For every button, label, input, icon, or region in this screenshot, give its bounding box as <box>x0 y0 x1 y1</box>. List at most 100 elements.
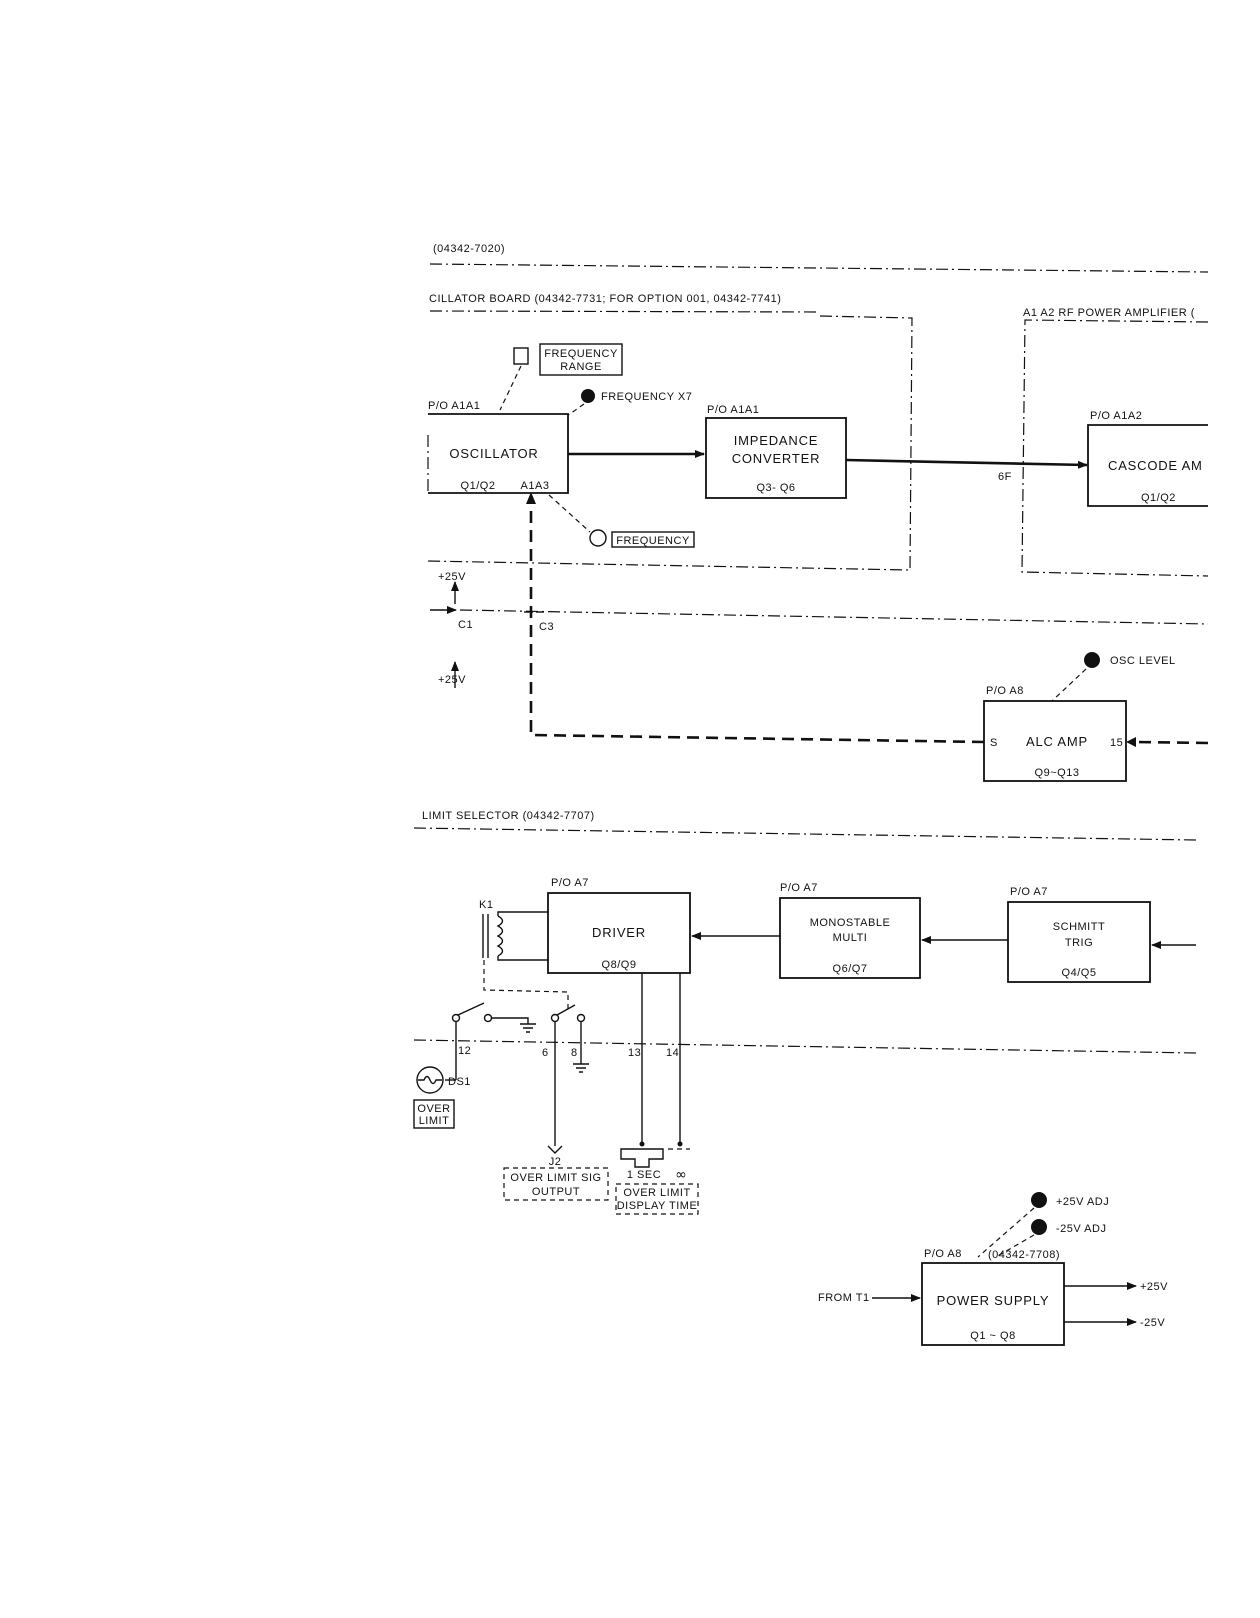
power-supply-ref: P/O A8 <box>924 1248 962 1260</box>
power-supply-parts: Q1 ~ Q8 <box>970 1330 1015 1342</box>
alc-feedback-arrowhead <box>526 492 536 504</box>
alc-ref: P/O A8 <box>986 685 1024 697</box>
pin-14-label: 14 <box>666 1047 679 1059</box>
power-supply-input-label: FROM T1 <box>818 1292 870 1304</box>
k1-coil-icon <box>496 915 504 957</box>
frequency-x7-knob-icon[interactable] <box>581 389 595 403</box>
impedance-converter-box[interactable] <box>705 417 847 499</box>
cascode-parts: Q1/Q2 <box>1141 492 1176 504</box>
display-time-switch-icon[interactable] <box>620 1148 664 1168</box>
impedance-parts: Q3- Q6 <box>756 482 795 494</box>
alc-in-pin: 15 <box>1110 737 1123 749</box>
frequency-knob-icon[interactable] <box>589 529 607 547</box>
lower-section-divider <box>413 1039 1197 1054</box>
driver-box[interactable] <box>547 892 691 974</box>
contact-12-icon <box>451 1013 461 1023</box>
frequency-range-label-box <box>539 343 623 376</box>
oscillator-pin: A1A3 <box>521 480 550 492</box>
mono-title-1: MONOSTABLE <box>810 917 891 929</box>
alc-feedback-line <box>529 500 985 744</box>
supply-bottom-label: +25V <box>438 674 466 686</box>
infinity-label: ∞ <box>675 1167 687 1183</box>
cascode-ref: P/O A1A2 <box>1090 410 1142 422</box>
frequency-x7-label: FREQUENCY X7 <box>601 391 692 403</box>
top-assembly-label: (04342-7020) <box>433 243 505 255</box>
mono-parts: Q6/Q7 <box>833 963 868 975</box>
oscillator-ref: P/O A1A1 <box>428 400 480 412</box>
alc-amp-box[interactable] <box>983 700 1127 782</box>
power-supply-title: POWER SUPPLY <box>937 1293 1050 1308</box>
monostable-box[interactable] <box>779 897 921 979</box>
impedance-to-cascode-line <box>845 458 1088 469</box>
impedance-title-2: CONVERTER <box>732 451 821 466</box>
power-supply-box[interactable] <box>921 1262 1065 1346</box>
adj-pos-label: +25V ADJ <box>1056 1196 1109 1208</box>
cascode-pin: 6F <box>998 471 1012 483</box>
contact-12-no-icon <box>483 1013 493 1023</box>
over-limit-sig-2: OUTPUT <box>532 1186 580 1198</box>
k1-coil-lead-top <box>497 911 548 916</box>
c1-label: C1 <box>458 619 473 631</box>
schmitt-title-2: TRIG <box>1065 937 1093 949</box>
mono-title-2: MULTI <box>833 932 868 944</box>
schmitt-title-1: SCHMITT <box>1053 921 1105 933</box>
display-time-2: DISPLAY TIME <box>617 1200 698 1212</box>
pin-13-label: 13 <box>628 1047 641 1059</box>
over-limit-lamp-2: LIMIT <box>419 1115 450 1127</box>
ground-1-icon <box>520 1023 536 1033</box>
ds1-label: DS1 <box>448 1076 471 1088</box>
over-limit-sig-1: OVER LIMIT SIG <box>510 1172 601 1184</box>
driver-title: DRIVER <box>592 925 646 940</box>
cascode-amp-box[interactable] <box>1087 424 1208 507</box>
pin-14-contact-icon <box>677 1141 683 1147</box>
frequency-label: FREQUENCY <box>616 535 690 547</box>
oscillator-title: OSCILLATOR <box>449 446 538 461</box>
adj-pos-knob-icon[interactable] <box>1031 1192 1047 1208</box>
schmitt-ref: P/O A7 <box>1010 886 1048 898</box>
oscillator-board-border <box>427 315 913 571</box>
ground-2-icon <box>573 1063 589 1073</box>
cascode-title: CASCODE AM <box>1108 458 1203 473</box>
frequency-label-box <box>611 531 695 548</box>
pin-8-label: 8 <box>571 1047 578 1059</box>
pin-6-label: 6 <box>542 1047 549 1059</box>
display-time-box <box>615 1183 699 1215</box>
adj-neg-knob-icon[interactable] <box>1031 1219 1047 1235</box>
c1-c3-rail <box>459 609 1209 625</box>
alc-input-arrowhead <box>1126 737 1136 747</box>
adj-pos-link <box>977 1207 1035 1258</box>
over-limit-sig-output-box <box>503 1167 609 1201</box>
pin-13-contact-icon <box>639 1141 645 1147</box>
osc-level-knob-icon[interactable] <box>1084 652 1100 668</box>
power-supply-out-pos: +25V <box>1140 1281 1168 1293</box>
ds1-lamp-filament <box>418 1075 442 1085</box>
top-assembly-line <box>429 263 1209 273</box>
ds1-lamp-icon <box>416 1066 444 1094</box>
alc-title: ALC AMP <box>1026 734 1088 749</box>
j2-connector-icon <box>547 1145 563 1154</box>
limit-selector-label: LIMIT SELECTOR (04342-7707) <box>422 810 595 822</box>
schmitt-parts: Q4/Q5 <box>1062 967 1097 979</box>
display-time-1: OVER LIMIT <box>623 1187 690 1199</box>
adj-neg-label: -25V ADJ <box>1056 1223 1106 1235</box>
oscillator-board-label: CILLATOR BOARD (04342-7731; FOR OPTION 0… <box>429 293 781 305</box>
adj-neg-link <box>995 1234 1035 1258</box>
schmitt-box[interactable] <box>1007 901 1151 983</box>
frequency-range-label: FREQUENCY <box>544 348 618 360</box>
oscillator-board-line <box>429 310 821 313</box>
alc-input-line <box>1133 740 1209 745</box>
k1-coil-lead-bottom <box>497 956 548 961</box>
oscillator-parts: Q1/Q2 <box>461 480 496 492</box>
frequency-link <box>548 494 591 533</box>
k1-actuator-link <box>483 960 569 1010</box>
impedance-ref: P/O A1A1 <box>707 404 759 416</box>
power-supply-out-neg: -25V <box>1140 1317 1165 1329</box>
frequency-range-label-2: RANGE <box>560 361 602 373</box>
over-limit-lamp-1: OVER <box>417 1103 450 1115</box>
frequency-range-switch-icon[interactable] <box>513 347 529 365</box>
over-limit-lamp-box <box>413 1099 455 1129</box>
pin-12-label: 12 <box>458 1045 471 1057</box>
supply-top-label: +25V <box>438 571 466 583</box>
contact-12-blade <box>457 1002 485 1016</box>
